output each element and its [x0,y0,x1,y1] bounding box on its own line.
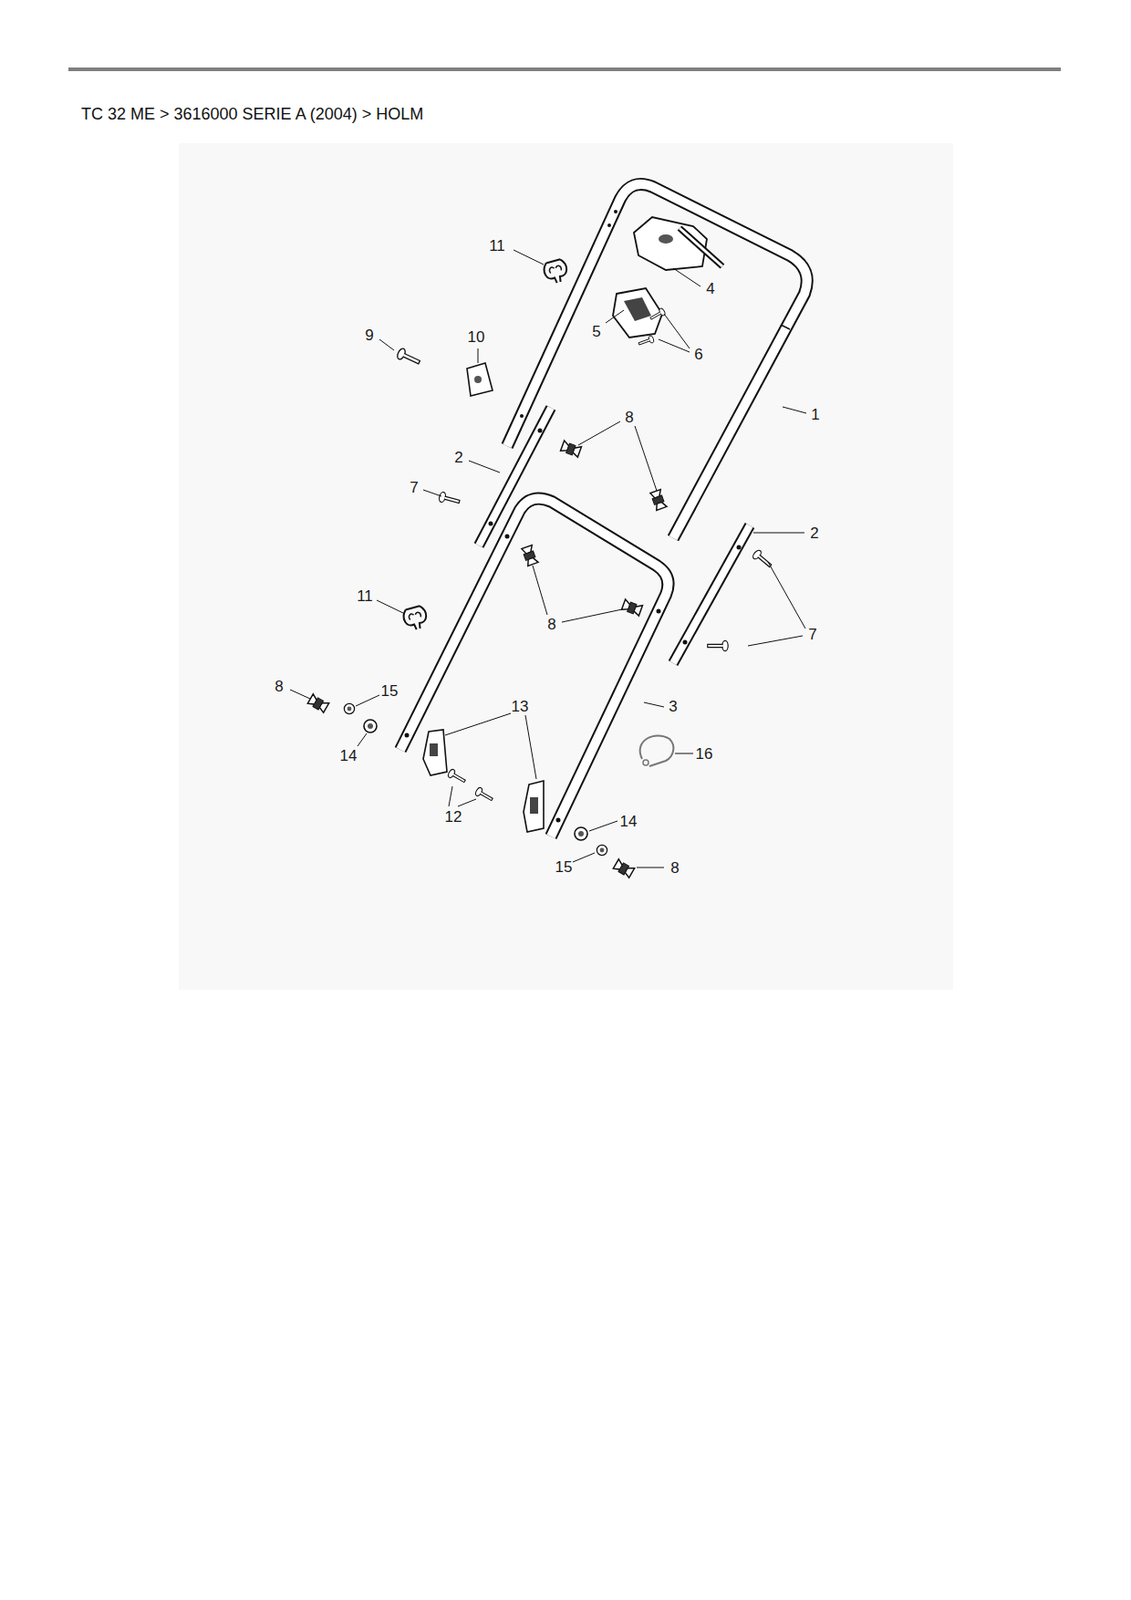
cable-clip [542,258,571,286]
callout-number: 10 [467,329,486,345]
callout-number: 14 [340,747,358,764]
lower-handle [400,498,668,837]
callout-number: 15 [555,859,573,875]
callout-number: 8 [670,860,679,876]
callout-number: 7 [808,626,817,643]
callout-number: 12 [445,809,463,825]
callout-number: 8 [624,409,633,426]
callout-number: 15 [381,683,399,699]
callout-number: 11 [356,588,374,604]
callout-number: 16 [695,746,714,762]
header-rule [68,67,1061,72]
washers [343,703,607,855]
callout-number: 1 [810,406,820,423]
callout-number: 2 [454,449,463,466]
callout-number: 5 [591,323,601,340]
illustration-ground [178,143,954,990]
screws [395,307,774,803]
callout-number: 7 [409,479,418,496]
callout-number: 14 [620,813,638,830]
callout-number: 4 [705,280,715,297]
page-title: TC 32 ME > 3616000 SERIE A (2004) > HOLM [81,104,424,125]
adjuster-blocks [423,729,544,832]
callout-number: 2 [809,525,819,541]
cable-clip [402,604,430,633]
switch-box [633,217,723,270]
callout-number: 9 [364,327,374,343]
upper-handle [507,184,808,539]
callout-number: 13 [511,698,530,715]
callout-number: 3 [668,698,677,715]
callout-number: 8 [274,678,283,695]
callout-number: 11 [488,238,506,254]
cable-clamp [640,735,675,767]
leader-lines [290,249,807,868]
wing-nuts [307,440,667,878]
callout-number: 8 [547,616,556,633]
bracket [466,363,493,396]
callout-number: 6 [694,346,703,363]
